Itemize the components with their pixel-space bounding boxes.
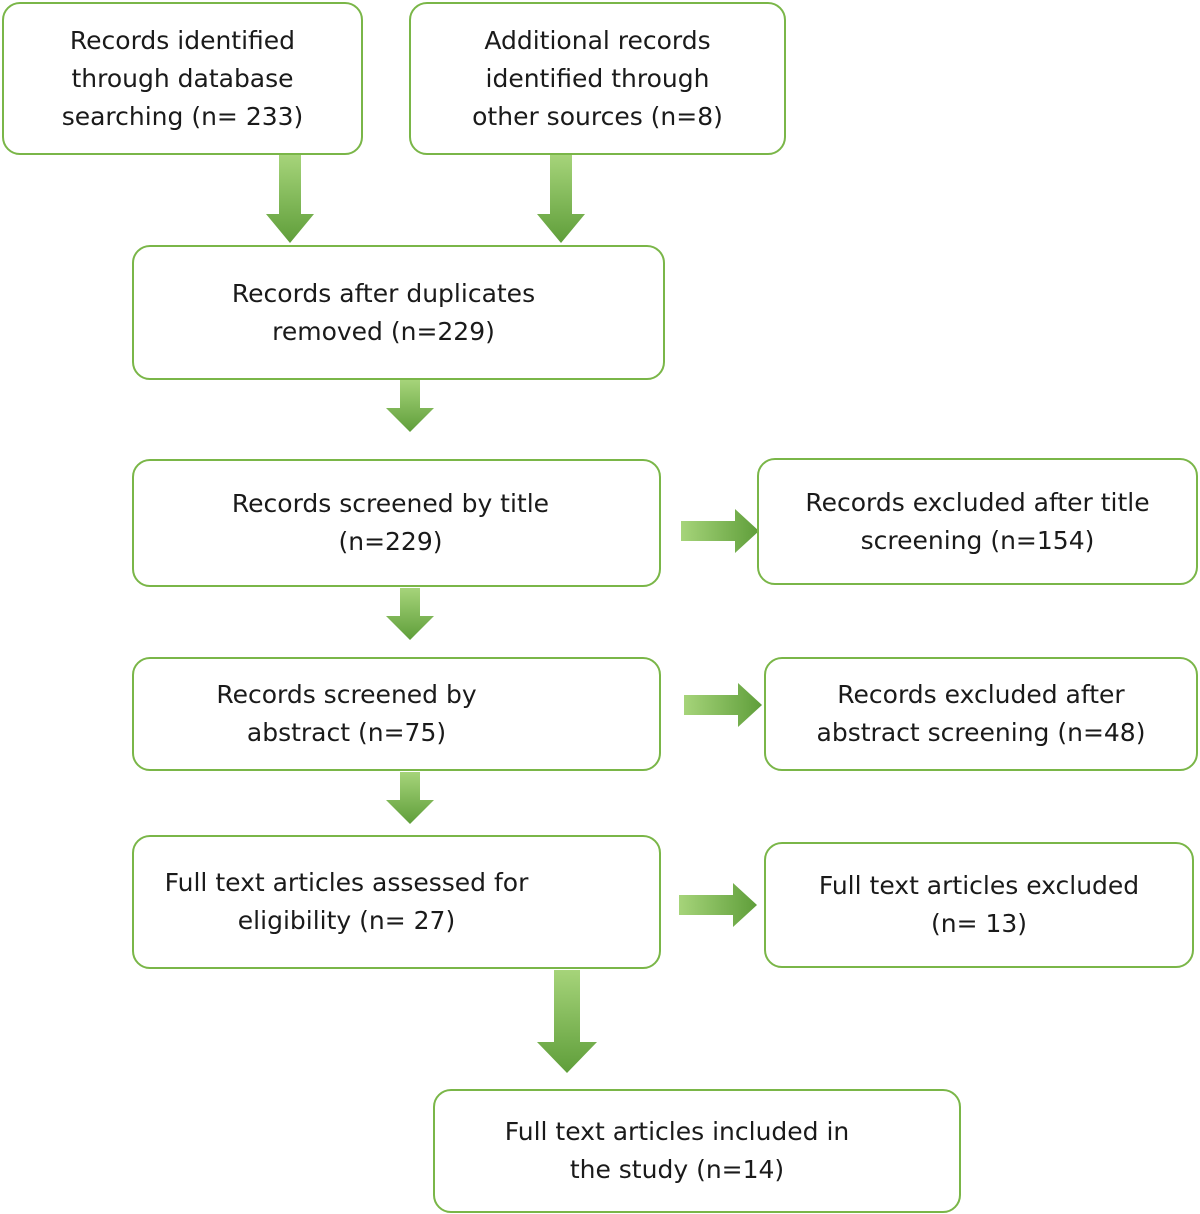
arrow-down-abstract <box>386 772 434 824</box>
box-text-line: Full text articles included in <box>504 1117 850 1146</box>
box-text-line: Full text articles excluded <box>818 871 1140 900</box>
box-text-line: Records screened by <box>216 680 477 709</box>
arrow-right-title-excluded <box>681 509 759 553</box>
box-text-line: abstract (n=75) <box>246 718 447 747</box>
box-text-line: abstract screening (n=48) <box>816 718 1146 747</box>
box-text-line: Records screened by title <box>231 489 550 518</box>
box-duplicates-removed: Records after duplicates removed (n=229) <box>132 245 665 380</box>
box-text-line: Full text articles assessed for <box>164 868 529 897</box>
box-text-line: other sources (n=8) <box>472 101 723 131</box>
box-text-line: screening (n=154) <box>860 525 1095 555</box>
box-screened-by-abstract: Records screened by abstract (n=75) <box>132 657 661 771</box>
box-excluded-after-abstract: Records excluded after abstract screenin… <box>764 657 1198 771</box>
box-text-line: eligibility (n= 27) <box>237 906 456 935</box>
box-excluded-after-title: Records excluded after title screening (… <box>757 458 1198 585</box>
box-text-line: through database <box>71 63 294 93</box>
box-fulltext-excluded: Full text articles excluded (n= 13) <box>764 842 1194 968</box>
box-included-in-study: Full text articles included in the study… <box>433 1089 961 1213</box>
box-text-line: identified through <box>485 63 710 93</box>
box-screened-by-title: Records screened by title (n=229) <box>132 459 661 587</box>
box-text-line: the study (n=14) <box>569 1155 785 1184</box>
arrow-down-other-sources <box>537 155 585 243</box>
arrow-down-fulltext <box>537 970 597 1073</box>
arrow-right-fulltext-excluded <box>679 883 757 927</box>
box-text-line: searching (n= 233) <box>61 101 304 131</box>
box-text-line: (n= 13) <box>930 909 1028 938</box>
box-text-line: Records excluded after <box>837 680 1125 709</box>
box-text-line: Records after duplicates <box>231 278 536 308</box>
box-other-sources-records: Additional records identified through ot… <box>409 2 786 155</box>
arrow-right-abstract-excluded <box>684 683 762 727</box>
box-text-line: Records excluded after title <box>805 487 1150 517</box>
arrow-down-duplicates <box>386 380 434 432</box>
box-text-line: (n=229) <box>338 527 443 556</box>
arrow-down-title <box>386 588 434 640</box>
box-fulltext-assessed: Full text articles assessed for eligibil… <box>132 835 661 969</box>
box-text-line: Additional records <box>484 25 711 55</box>
box-text-line: removed (n=229) <box>272 316 495 346</box>
box-database-records: Records identified through database sear… <box>2 2 363 155</box>
box-text-line: Records identified <box>69 25 296 55</box>
arrow-down-database <box>266 155 314 243</box>
